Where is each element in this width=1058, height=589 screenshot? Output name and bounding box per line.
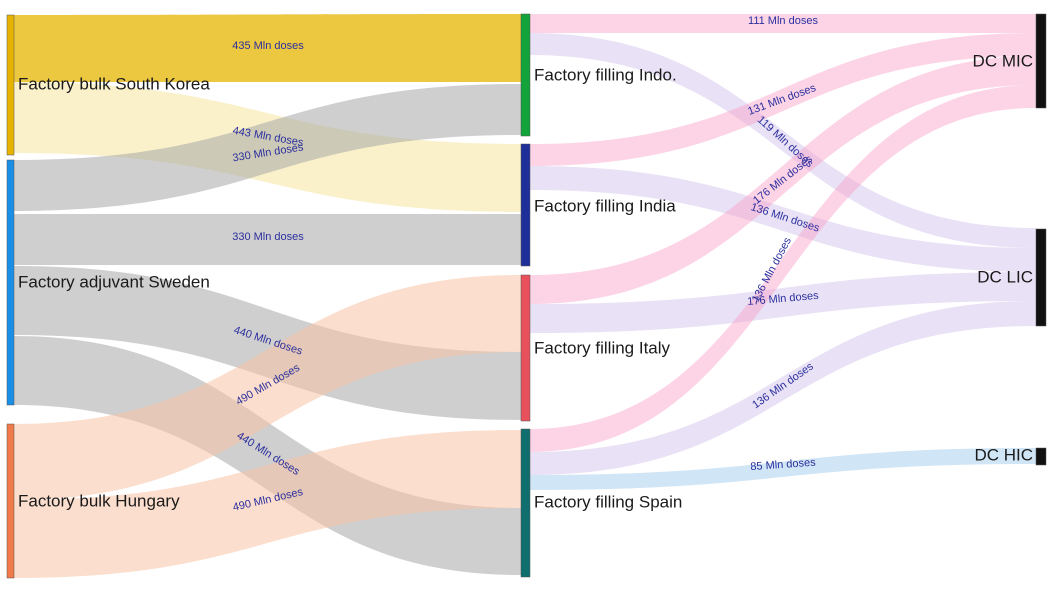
node-lic — [1035, 228, 1047, 327]
node-es — [520, 428, 531, 578]
node-mic — [1035, 13, 1047, 109]
link-es-lic — [530, 301, 1036, 475]
node-sk — [6, 14, 15, 156]
link-label-sk-ind: 435 Mln doses — [232, 40, 304, 52]
node-label-ind: Factory filling Indo. — [534, 65, 677, 84]
link-hu-es — [14, 430, 521, 578]
link-ind-mic — [530, 14, 1036, 33]
node-hu — [6, 423, 15, 579]
node-label-mic: DC MIC — [973, 51, 1033, 70]
node-ind — [520, 13, 531, 137]
node-label-lic: DC LIC — [977, 267, 1033, 286]
node-label-ina: Factory filling India — [534, 196, 676, 215]
node-hic — [1035, 447, 1047, 466]
link-label-it-mic: 176 Mln doses — [751, 153, 815, 207]
node-it — [520, 274, 531, 422]
link-label-ind-mic: 111 Mln doses — [748, 15, 818, 27]
link-es-mic — [530, 85, 1036, 452]
link-es-hic — [530, 448, 1036, 490]
node-label-se: Factory adjuvant Sweden — [18, 272, 210, 291]
node-label-it: Factory filling Italy — [534, 338, 671, 357]
link-ina-lic — [530, 166, 1036, 272]
node-label-hu: Factory bulk Hungary — [18, 491, 180, 510]
link-ina-mic — [530, 33, 1036, 166]
link-label-es-hic: 85 Mln doses — [750, 457, 817, 474]
node-ina — [520, 143, 531, 267]
node-label-es: Factory filling Spain — [534, 492, 682, 511]
links-layer — [14, 14, 1036, 578]
node-se — [6, 159, 15, 406]
link-sk-ind — [14, 14, 521, 82]
nodes-layer — [6, 13, 1047, 579]
link-label-se-ina: 330 Mln doses — [232, 231, 304, 243]
node-label-hic: DC HIC — [974, 445, 1033, 464]
link-it-lic — [530, 272, 1036, 333]
node-label-sk: Factory bulk South Korea — [18, 74, 210, 93]
link-it-mic — [530, 56, 1036, 304]
link-se-ina — [14, 214, 521, 265]
link-ind-lic — [530, 33, 1036, 248]
link-se-it — [14, 266, 521, 420]
link-hu-it — [14, 275, 521, 500]
link-se-ind — [14, 84, 521, 211]
